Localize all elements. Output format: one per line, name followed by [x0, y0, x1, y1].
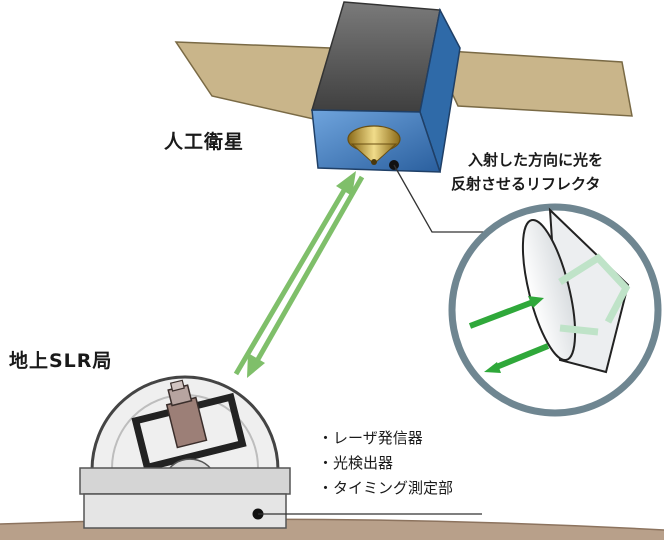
- solar-panel-left: [174, 41, 331, 121]
- ground-station: [79, 375, 482, 529]
- reflector-icon: [347, 125, 401, 165]
- laser-beam-arrows: [233, 171, 365, 378]
- station-components-list: ・レーザ発信器 ・光検出器 ・タイミング測定部: [318, 426, 453, 501]
- callout-line: [389, 160, 504, 233]
- component-photodetector: ・光検出器: [318, 454, 394, 472]
- component-timing-unit: ・タイミング測定部: [318, 479, 454, 497]
- satellite-label: 人工衛星: [164, 131, 245, 153]
- reflector-label-line2: 反射させるリフレクタ: [451, 175, 601, 193]
- ground-station-label: 地上SLR局: [9, 350, 113, 372]
- reflector-label-line1: 入射した方向に光を: [468, 151, 604, 169]
- reflected-light-arrow: [492, 343, 550, 371]
- satellite-icon: [174, 1, 633, 173]
- solar-panel-right: [430, 49, 633, 117]
- reflector-zoom-circle: [448, 203, 662, 417]
- incoming-light-arrow: [468, 299, 535, 329]
- station-building: [79, 467, 291, 495]
- component-laser-transmitter: ・レーザ発信器: [318, 429, 423, 447]
